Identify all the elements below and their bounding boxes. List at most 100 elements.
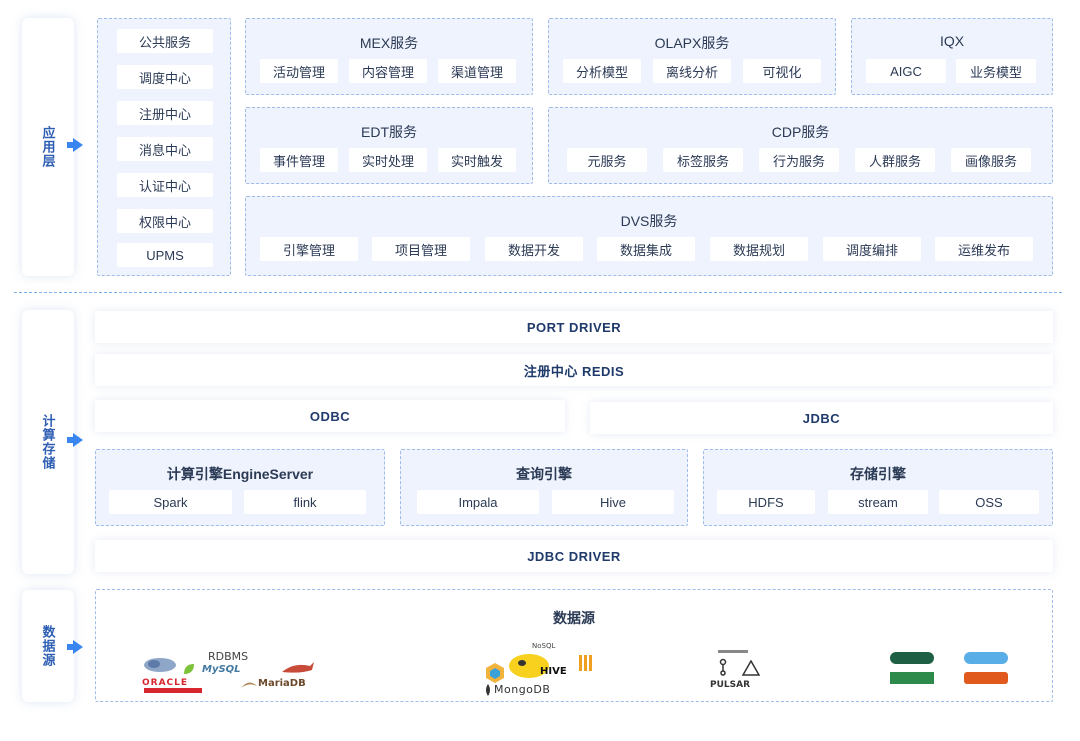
storage-engine-panel: 存储引擎 HDFS stream OSS bbox=[703, 449, 1053, 526]
database-logo-icon bbox=[144, 658, 176, 672]
edt-chip: 事件管理 bbox=[260, 148, 338, 172]
datasource-title: 数据源 bbox=[553, 610, 595, 626]
engine-chip-spark: Spark bbox=[109, 490, 232, 514]
hexagon-logo-icon bbox=[486, 663, 504, 683]
edt-title: EDT服务 bbox=[361, 124, 417, 140]
layer-divider bbox=[14, 292, 1062, 293]
storage-chip-oss: OSS bbox=[939, 490, 1039, 514]
iqx-panel: IQX AIGC 业务模型 bbox=[851, 18, 1053, 95]
red-logo-bar bbox=[144, 688, 202, 693]
triangle-logo-icon bbox=[742, 660, 760, 676]
green-badge-icon bbox=[890, 652, 934, 664]
query-chip-hive: Hive bbox=[552, 490, 674, 514]
layer-label-compute-text: 计算存储 bbox=[40, 414, 56, 470]
dvs-chip: 引擎管理 bbox=[260, 237, 358, 261]
mongodb-logo-text: MongoDB bbox=[494, 683, 551, 696]
iqx-chip: 业务模型 bbox=[956, 59, 1036, 83]
pulsar-logo-text: PULSAR bbox=[710, 680, 751, 690]
compute-engine-title: 计算引擎EngineServer bbox=[166, 466, 314, 482]
compute-engine-panel: 计算引擎EngineServer Spark flink bbox=[95, 449, 385, 526]
rdbms-logo-text: RDBMS bbox=[208, 650, 249, 663]
cdp-chip: 行为服务 bbox=[759, 148, 839, 172]
edt-panel: EDT服务 事件管理 实时处理 实时触发 bbox=[245, 107, 533, 184]
stream-logo-cluster: PULSAR bbox=[702, 648, 772, 694]
olapx-panel: OLAPX服务 分析模型 离线分析 可视化 bbox=[548, 18, 836, 95]
dvs-chip: 调度编排 bbox=[823, 237, 921, 261]
service-chip-message: 消息中心 bbox=[117, 137, 213, 161]
storage-chip-hdfs: HDFS bbox=[717, 490, 815, 514]
iqx-title: IQX bbox=[939, 33, 965, 49]
arrow-icon bbox=[67, 640, 83, 654]
dvs-chip: 数据集成 bbox=[597, 237, 695, 261]
layer-label-compute: 计算存储 bbox=[22, 310, 74, 574]
dvs-chip: 项目管理 bbox=[372, 237, 470, 261]
dvs-title: DVS服务 bbox=[620, 213, 678, 229]
leaf-logo-icon bbox=[184, 664, 194, 674]
query-engine-title: 查询引擎 bbox=[516, 466, 572, 482]
service-chip-upms: UPMS bbox=[117, 243, 213, 267]
seal-logo-icon bbox=[241, 682, 257, 688]
storage-engine-title: 存储引擎 bbox=[850, 466, 906, 482]
olapx-title: OLAPX服务 bbox=[654, 35, 730, 51]
dvs-panel: DVS服务 引擎管理 项目管理 数据开发 数据集成 数据规划 调度编排 运维发布 bbox=[245, 196, 1053, 276]
rdbms-logo-cluster: RDBMS MySQL ORACLE MariaDB bbox=[136, 648, 336, 694]
jdbc-driver-bar: JDBC DRIVER bbox=[95, 540, 1053, 572]
layer-label-source-text: 数据源 bbox=[40, 625, 56, 667]
olapx-chip: 分析模型 bbox=[563, 59, 641, 83]
bee-logo-icon bbox=[509, 654, 549, 678]
arrow-icon bbox=[67, 433, 83, 447]
mysql-logo-text: MySQL bbox=[202, 664, 241, 675]
iqx-chip: AIGC bbox=[866, 59, 946, 83]
dvs-chip: 数据规划 bbox=[710, 237, 808, 261]
mex-chip: 渠道管理 bbox=[438, 59, 516, 83]
service-chip-registry: 注册中心 bbox=[117, 101, 213, 125]
kafka-logo-icon bbox=[719, 658, 727, 676]
cdp-chip: 画像服务 bbox=[951, 148, 1031, 172]
query-chip-impala: Impala bbox=[417, 490, 539, 514]
cdp-panel: CDP服务 元服务 标签服务 行为服务 人群服务 画像服务 bbox=[548, 107, 1053, 184]
mex-title: MEX服务 bbox=[359, 35, 419, 51]
mex-chip: 活动管理 bbox=[260, 59, 338, 83]
oracle-logo-text: ORACLE bbox=[142, 678, 189, 688]
layer-label-source: 数据源 bbox=[22, 590, 74, 702]
cdp-chip: 元服务 bbox=[567, 148, 647, 172]
cloud-logo-cluster bbox=[886, 646, 1026, 690]
layer-label-app-text: 应用层 bbox=[40, 126, 56, 168]
jdbc-bar: JDBC bbox=[590, 402, 1053, 434]
common-services-panel: 公共服务 调度中心 注册中心 消息中心 认证中心 权限中心 UPMS bbox=[97, 18, 231, 276]
cdp-chip: 标签服务 bbox=[663, 148, 743, 172]
odbc-bar: ODBC bbox=[95, 400, 565, 432]
olapx-chip: 离线分析 bbox=[653, 59, 731, 83]
nosql-logo-cluster: NoSQL HIVE MongoDB bbox=[480, 642, 620, 698]
cdp-chip: 人群服务 bbox=[855, 148, 935, 172]
edt-chip: 实时触发 bbox=[438, 148, 516, 172]
service-chip-auth: 认证中心 bbox=[117, 173, 213, 197]
layer-label-app: 应用层 bbox=[22, 18, 74, 276]
olapx-chip: 可视化 bbox=[743, 59, 821, 83]
dolphin-logo-icon bbox=[282, 662, 314, 673]
green-box-icon bbox=[890, 672, 934, 684]
engine-chip-flink: flink bbox=[244, 490, 366, 514]
service-chip-common: 公共服务 bbox=[117, 29, 213, 53]
hive-logo-text: HIVE bbox=[540, 666, 567, 677]
mariadb-logo-text: MariaDB bbox=[258, 678, 306, 689]
service-chip-scheduler: 调度中心 bbox=[117, 65, 213, 89]
dvs-chip: 运维发布 bbox=[935, 237, 1033, 261]
storage-chip-stream: stream bbox=[828, 490, 928, 514]
mex-panel: MEX服务 活动管理 内容管理 渠道管理 bbox=[245, 18, 533, 95]
datasource-panel: 数据源 RDBMS MySQL ORACLE MariaDB NoSQL bbox=[95, 589, 1053, 702]
small-label-line bbox=[718, 650, 748, 653]
registry-redis-bar: 注册中心 REDIS bbox=[95, 354, 1053, 386]
arrow-icon bbox=[67, 138, 83, 152]
stripes-logo-icon bbox=[579, 655, 592, 671]
orange-badge-icon bbox=[964, 672, 1008, 684]
service-chip-permission: 权限中心 bbox=[117, 209, 213, 233]
cdp-title: CDP服务 bbox=[771, 124, 830, 140]
blue-badge-icon bbox=[964, 652, 1008, 664]
port-driver-bar: PORT DRIVER bbox=[95, 311, 1053, 343]
query-engine-panel: 查询引擎 Impala Hive bbox=[400, 449, 688, 526]
mongodb-leaf-icon bbox=[486, 684, 490, 696]
mex-chip: 内容管理 bbox=[349, 59, 427, 83]
dvs-chip: 数据开发 bbox=[485, 237, 583, 261]
edt-chip: 实时处理 bbox=[349, 148, 427, 172]
